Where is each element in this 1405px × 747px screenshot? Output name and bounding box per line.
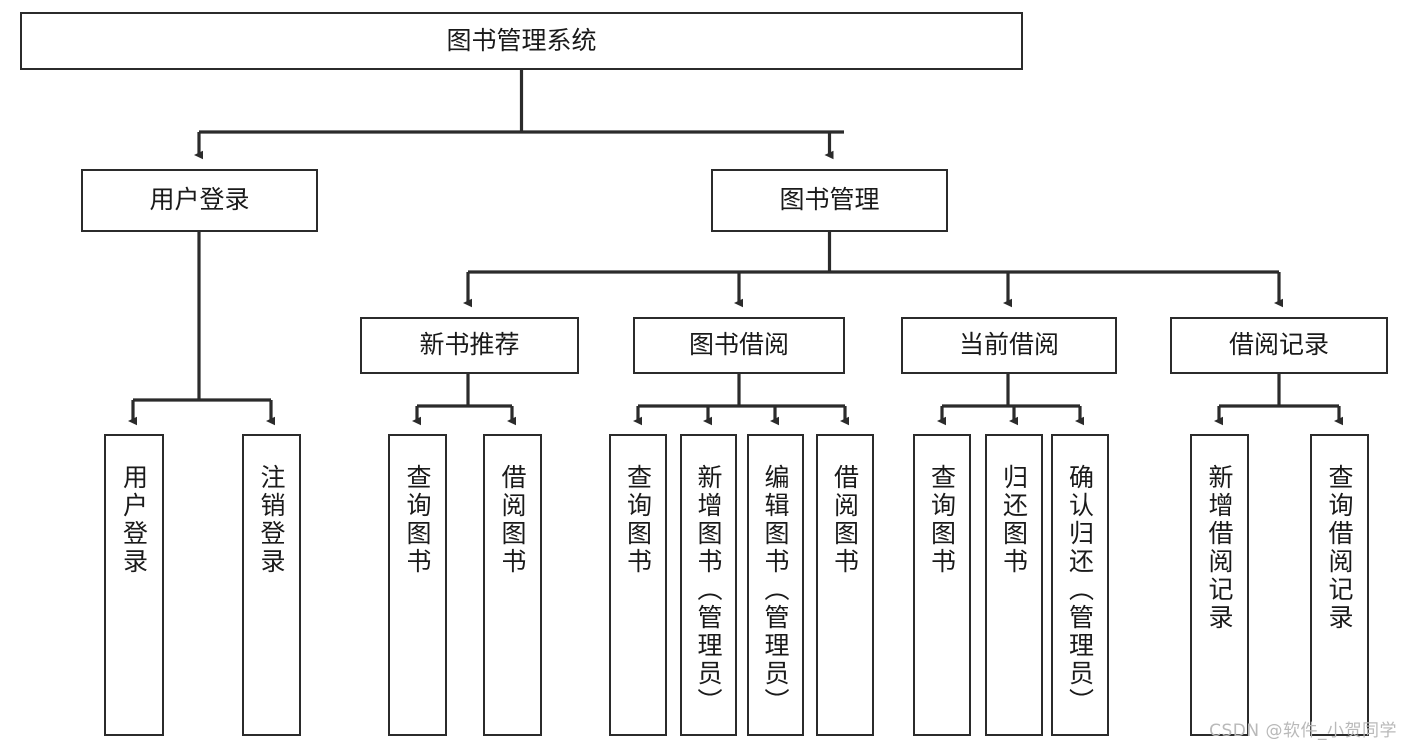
leaf-edit-book-admin-label: 编辑图书（管理员） (761, 464, 790, 716)
node-new-book-recommend[interactable]: 新书推荐 (360, 317, 579, 374)
leaf-user-login-label: 用户登录 (119, 464, 149, 576)
node-root-label: 图书管理系统 (446, 25, 597, 55)
leaf-query-book-recommend[interactable]: 查询图书 (388, 434, 447, 736)
leaf-return-book[interactable]: 归还图书 (985, 434, 1043, 736)
leaf-borrow-book-recommend[interactable]: 借阅图书 (483, 434, 542, 736)
leaf-logout-label: 注销登录 (257, 464, 286, 576)
leaf-query-borrow-record[interactable]: 查询借阅记录 (1310, 434, 1369, 736)
node-user-login-label: 用户登录 (149, 185, 250, 215)
node-current-borrow[interactable]: 当前借阅 (901, 317, 1117, 374)
node-book-borrow-label: 图书借阅 (688, 330, 789, 360)
leaf-edit-book-admin[interactable]: 编辑图书（管理员） (747, 434, 804, 736)
leaf-query-book-recommend-label: 查询图书 (403, 464, 432, 576)
leaf-query-book-borrow-label: 查询图书 (623, 464, 653, 576)
node-root[interactable]: 图书管理系统 (20, 12, 1023, 70)
leaf-query-book-current[interactable]: 查询图书 (913, 434, 971, 736)
node-book-borrow[interactable]: 图书借阅 (633, 317, 845, 374)
leaf-confirm-return-admin[interactable]: 确认归还（管理员） (1051, 434, 1109, 736)
leaf-return-book-label: 归还图书 (999, 464, 1029, 576)
leaf-add-borrow-record-label: 新增借阅记录 (1205, 464, 1234, 632)
leaf-add-book-admin[interactable]: 新增图书（管理员） (680, 434, 737, 736)
leaf-add-book-admin-label: 新增图书（管理员） (694, 464, 723, 716)
node-current-borrow-label: 当前借阅 (958, 330, 1059, 360)
leaf-logout[interactable]: 注销登录 (242, 434, 301, 736)
node-user-login[interactable]: 用户登录 (81, 169, 318, 232)
leaf-borrow-book[interactable]: 借阅图书 (816, 434, 874, 736)
leaf-user-login[interactable]: 用户登录 (104, 434, 164, 736)
leaf-add-borrow-record[interactable]: 新增借阅记录 (1190, 434, 1249, 736)
node-new-book-recommend-label: 新书推荐 (419, 330, 520, 360)
leaf-confirm-return-admin-label: 确认归还（管理员） (1065, 464, 1095, 716)
node-book-management-label: 图书管理 (779, 185, 880, 215)
node-borrow-record-label: 借阅记录 (1228, 330, 1329, 360)
node-book-management[interactable]: 图书管理 (711, 169, 948, 232)
leaf-query-book-current-label: 查询图书 (927, 464, 957, 576)
node-borrow-record[interactable]: 借阅记录 (1170, 317, 1388, 374)
leaf-borrow-book-recommend-label: 借阅图书 (498, 464, 527, 576)
leaf-query-borrow-record-label: 查询借阅记录 (1325, 464, 1354, 632)
leaf-query-book-borrow[interactable]: 查询图书 (609, 434, 667, 736)
leaf-borrow-book-label: 借阅图书 (830, 464, 860, 576)
